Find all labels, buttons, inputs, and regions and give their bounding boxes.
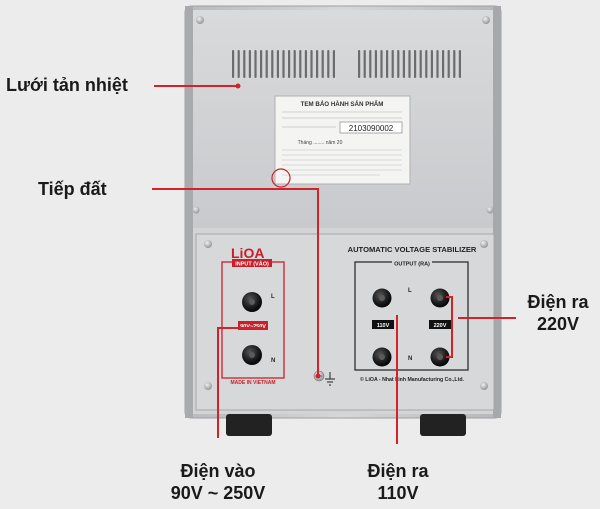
screw-icon [480, 240, 488, 248]
vent-slot [265, 50, 268, 78]
vent-slot [369, 50, 372, 78]
vent-slot [304, 50, 307, 78]
callout-input-line2: 90V ~ 250V [170, 483, 266, 503]
vent-slot [425, 50, 428, 78]
sticker-date-field: Tháng ........ năm 20 [298, 140, 343, 146]
callout-ground: Tiếp đất [38, 179, 107, 199]
vent-slot [248, 50, 251, 78]
vent-slot [254, 50, 257, 78]
callout-input: Điện vào 90V ~ 250V [148, 460, 288, 504]
vent-slot [397, 50, 400, 78]
callout-input-line1: Điện vào [180, 461, 256, 481]
sticker-serial: 2103090002 [349, 124, 394, 133]
vent-slot [442, 50, 445, 78]
vent-slot [358, 50, 361, 78]
leader-output-220-bracket [446, 296, 453, 358]
callout-output-110-line2: 110V [377, 483, 419, 503]
vent-slot [374, 50, 377, 78]
output-label: OUTPUT (RA) [394, 262, 430, 268]
callout-output-220: Điện ra 220V [516, 291, 600, 335]
front-panel: LiOA INPUT (VÀO) L N 90V~250V MADE IN VI… [195, 233, 495, 411]
input-knob-L [242, 292, 262, 312]
callout-heat-sink: Lưới tản nhiệt [6, 75, 128, 95]
warranty-sticker: TEM BẢO HÀNH SẢN PHẨM 2103090002 Tháng .… [271, 95, 411, 188]
vent-slot [243, 50, 246, 78]
leader-input [217, 327, 262, 438]
input-terminal-N: N [271, 358, 275, 364]
vent-slot [436, 50, 439, 78]
output-terminal-N: N [408, 356, 412, 362]
vent-slot [458, 50, 461, 78]
vent-slot [402, 50, 405, 78]
output-terminal-L: L [408, 288, 412, 294]
output-110-knob-N [372, 347, 392, 367]
vent-slot [310, 50, 313, 78]
input-terminal-L: L [271, 294, 275, 300]
vent-slot [260, 50, 263, 78]
made-in-label: MADE IN VIETNAM [231, 380, 276, 386]
output-220-knob-L [430, 288, 450, 308]
screw-icon [486, 206, 494, 214]
vent-grille [232, 50, 461, 78]
product-name: AUTOMATIC VOLTAGE STABILIZER [348, 245, 477, 254]
vent-slot [271, 50, 274, 78]
vent-slot [299, 50, 302, 78]
vent-slot [293, 50, 296, 78]
screw-icon [204, 382, 212, 390]
brand-logo: LiOA [231, 245, 264, 261]
callout-output-220-line2: 220V [536, 314, 580, 334]
vent-slot [288, 50, 291, 78]
vent-slot [391, 50, 394, 78]
ground-symbol-icon [325, 372, 335, 386]
vent-slot [430, 50, 433, 78]
screw-icon [480, 382, 488, 390]
output-220-knob-N [430, 347, 450, 367]
callout-output-110-line1: Điện ra [367, 461, 429, 481]
vent-slot [414, 50, 417, 78]
screw-icon [196, 16, 204, 24]
output-110-knob-L [372, 288, 392, 308]
callout-output-110: Điện ra 110V [350, 460, 446, 504]
callout-output-220-line1: Điện ra [527, 292, 589, 312]
foot-left [226, 414, 272, 436]
leader-lines [152, 83, 516, 444]
vent-slot [327, 50, 330, 78]
screw-icon [482, 16, 490, 24]
vent-slot [321, 50, 324, 78]
vent-slot [386, 50, 389, 78]
sticker-title: TEM BẢO HÀNH SẢN PHẨM [301, 101, 384, 108]
vent-slot [453, 50, 456, 78]
screw-icon [192, 206, 200, 214]
manufacturer-label: © LiOA - Nhat Linh Manufacturing Co.,Ltd… [360, 376, 464, 383]
output-220-label: 220V [434, 323, 447, 329]
foot-right [420, 414, 466, 436]
vent-slot [447, 50, 450, 78]
warranty-seal-icon [271, 168, 291, 188]
vent-slot [276, 50, 279, 78]
leader-ground [152, 188, 319, 376]
output-110-label: 110V [377, 323, 390, 329]
vent-slot [332, 50, 335, 78]
input-label: INPUT (VÀO) [235, 261, 269, 268]
vent-slot [237, 50, 240, 78]
vent-slot [316, 50, 319, 78]
screw-icon [204, 240, 212, 248]
vent-slot [419, 50, 422, 78]
vent-slot [408, 50, 411, 78]
vent-slot [282, 50, 285, 78]
vent-slot [363, 50, 366, 78]
vent-slot [232, 50, 235, 78]
input-knob-N [242, 345, 262, 365]
vent-slot [380, 50, 383, 78]
